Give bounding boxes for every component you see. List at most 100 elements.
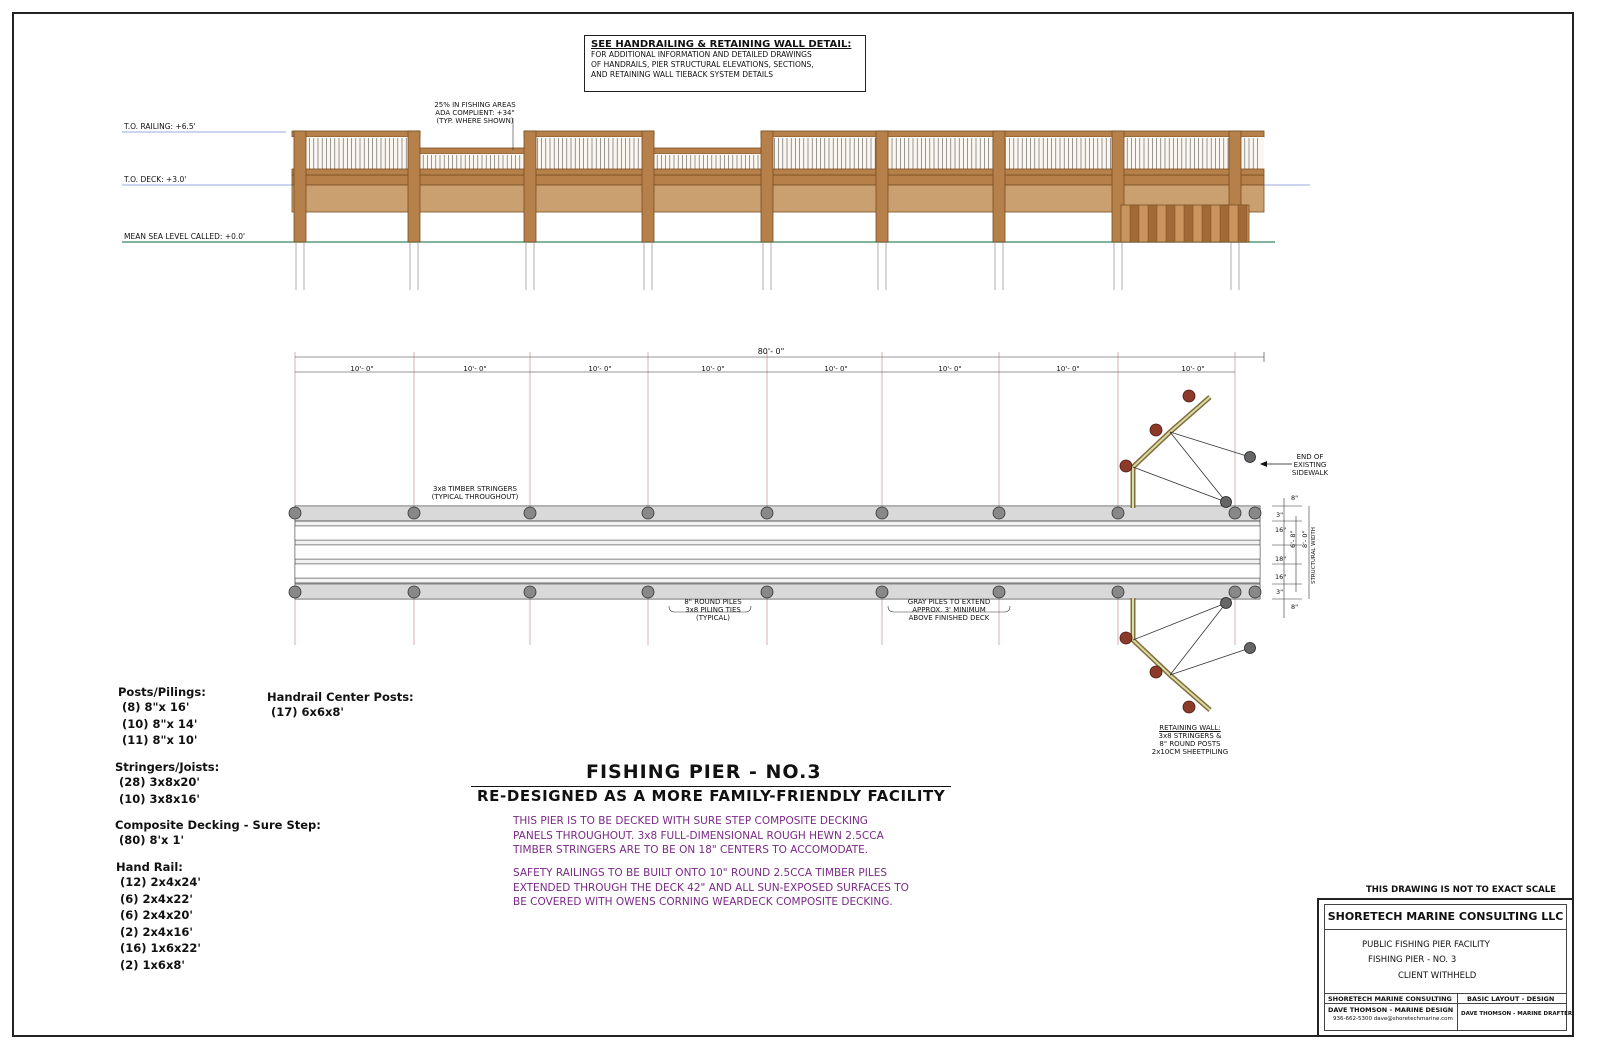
round-pile: [875, 506, 889, 520]
piles-note-line: 8" ROUND PILES: [684, 598, 742, 606]
round-pile: [407, 585, 421, 599]
materials-posts: Posts/Pilings: (8) 8"x 16' (10) 8"x 14' …: [118, 685, 206, 749]
retaining-post: [1219, 204, 1230, 243]
deadman-anchor: [1244, 451, 1256, 463]
sidewalk-arrowhead: [1260, 461, 1267, 467]
width-dim: 16": [1275, 526, 1287, 534]
deadman-anchor: [1220, 496, 1232, 508]
gray-piles-note-line: ABOVE FINISHED DECK: [908, 614, 990, 622]
tieback-line: [1169, 647, 1251, 676]
retaining-note-line: 3x8 STRINGERS &: [1158, 732, 1222, 740]
materials-decking: Composite Decking - Sure Step: (80) 8'x …: [115, 818, 321, 849]
material-item: (6) 2x4x22': [120, 891, 193, 906]
elevation-post: [992, 130, 1006, 243]
materials-posts-heading: Posts/Pilings:: [118, 685, 206, 699]
retaining-note-line: 8" ROUND POSTS: [1159, 740, 1221, 748]
overall-length-dim: 80'- 0": [757, 347, 785, 356]
elevation-post: [641, 130, 655, 243]
round-pile: [1111, 506, 1125, 520]
railing-note: SAFETY RAILINGS TO BE BUILT ONTO 10" ROU…: [513, 866, 909, 910]
round-pile: [1228, 506, 1242, 520]
railing-level-label: T.O. RAILING: +6.5': [124, 122, 196, 131]
deck-board: [294, 525, 1261, 541]
title-block-inner: SHORETECH MARINE CONSULTING LLC PUBLIC F…: [1324, 904, 1572, 1031]
deck-fascia: [291, 184, 1265, 213]
materials-stringers: Stringers/Joists: (28) 3x8x20' (10) 3x8x…: [115, 760, 219, 807]
title-underline: [471, 786, 951, 787]
round-pile: [1248, 585, 1262, 599]
material-item: (6) 2x4x20': [120, 908, 193, 922]
span-dim: 10'- 0": [588, 365, 612, 373]
span-dim: 10'- 0": [701, 365, 725, 373]
gray-piles-note: GRAY PILES TO EXTEND APPROX. 3' MINIMUM …: [908, 598, 990, 622]
width-dim: 3": [1276, 588, 1284, 596]
drawing-subtitle: RE-DESIGNED AS A MORE FAMILY-FRIENDLY FA…: [477, 787, 946, 805]
round-pile: [523, 585, 537, 599]
materials-handrail: Hand Rail: (12) 2x4x24' (6) 2x4x22' (6) …: [116, 860, 201, 973]
detail-note-box: SEE HANDRAILING & RETAINING WALL DETAIL:…: [584, 35, 866, 92]
title-block-contact: 936-662-5300 dave@shoretechmarine.com: [1333, 1016, 1453, 1022]
detail-note-line: AND RETAINING WALL TIEBACK SYSTEM DETAIL…: [591, 70, 773, 79]
materials-handrail-posts: Handrail Center Posts: (17) 6x6x8': [267, 690, 414, 721]
material-item: (11) 8"x 10': [122, 733, 198, 747]
material-item: (8) 8"x 16': [122, 700, 190, 714]
material-item: (17) 6x6x8': [271, 705, 344, 719]
gray-piles-bracket: [887, 605, 1011, 613]
title-block-sheet: FISHING PIER - NO. 3: [1368, 955, 1457, 965]
handrail-cap: [413, 147, 531, 155]
gray-piles-note-line: GRAY PILES TO EXTEND: [907, 598, 991, 606]
title-block-company: SHORETECH MARINE CONSULTING LLC: [1327, 910, 1564, 923]
railing-note-line: BE COVERED WITH OWENS CORNING WEARDECK C…: [513, 896, 893, 908]
tieback-line: [1169, 431, 1227, 503]
sidewalk-note-line: SIDEWALK: [1291, 469, 1329, 477]
ada-note-line: ADA COMPLIENT: +34": [435, 109, 515, 117]
span-dim: 10'- 0": [463, 365, 487, 373]
sidewalk-note-line: EXISTING: [1293, 461, 1327, 469]
piles-note-bracket: [668, 605, 752, 613]
retaining-note-line: RETAINING WALL:: [1159, 724, 1221, 732]
round-pile: [288, 506, 302, 520]
handrail-cap: [291, 130, 421, 138]
span-dim: 10'- 0": [350, 365, 374, 373]
width-dim: 16": [1275, 573, 1287, 581]
material-item: (12) 2x4x24': [120, 875, 201, 889]
retaining-post-plan: [1119, 631, 1133, 645]
sidewalk-note-line: END OF: [1296, 453, 1324, 461]
stringer-note-line: (TYPICAL THROUGHOUT): [431, 493, 519, 501]
span-dim: 10'- 0": [1181, 365, 1205, 373]
railing-note-line: EXTENDED THROUGH THE DECK 42" AND ALL SU…: [513, 881, 909, 894]
width-dim: 3": [1276, 511, 1284, 519]
retaining-post: [1201, 204, 1212, 243]
title-block-project: PUBLIC FISHING PIER FACILITY: [1362, 940, 1490, 950]
bottom-rail: [291, 168, 421, 176]
span-dim: 10'- 0": [1056, 365, 1080, 373]
round-pile: [992, 506, 1006, 520]
span-dim: 10'- 0": [824, 365, 848, 373]
materials-handrail-heading: Hand Rail:: [116, 860, 183, 874]
title-block-rule: [1325, 993, 1566, 994]
handrail-cap: [647, 147, 768, 155]
retaining-post: [1237, 204, 1248, 243]
stringer-note-line: 3x8 TIMBER STRINGERS: [432, 485, 518, 493]
ada-note-line: 25% IN FISHING AREAS: [434, 101, 516, 109]
tieback-line: [1132, 602, 1227, 641]
bottom-rail: [647, 168, 768, 176]
elevation-post: [523, 130, 537, 243]
scale-note: THIS DRAWING IS NOT TO EXACT SCALE: [1366, 885, 1556, 895]
end-dim: 8": [1291, 494, 1299, 502]
round-pile: [760, 585, 774, 599]
handrail-cap: [760, 130, 1265, 138]
detail-note-line: OF HANDRAILS, PIER STRUCTURAL ELEVATIONS…: [591, 60, 814, 69]
retaining-post-plan: [1182, 389, 1196, 403]
title-block-rule: [1325, 1003, 1566, 1004]
retaining-post: [1147, 204, 1158, 243]
retaining-post: [1165, 204, 1176, 243]
round-pile: [992, 585, 1006, 599]
material-item: (2) 1x6x8': [120, 957, 185, 972]
title-block-layout-cell: BASIC LAYOUT - DESIGN: [1467, 995, 1555, 1003]
retaining-wall-lower: [1130, 598, 1212, 712]
material-item: (10) 8"x 14': [122, 716, 198, 731]
bottom-rail: [523, 168, 655, 176]
span-dim: 10'- 0": [938, 365, 962, 373]
sea-level-label: MEAN SEA LEVEL CALLED: +0.0': [124, 232, 246, 241]
